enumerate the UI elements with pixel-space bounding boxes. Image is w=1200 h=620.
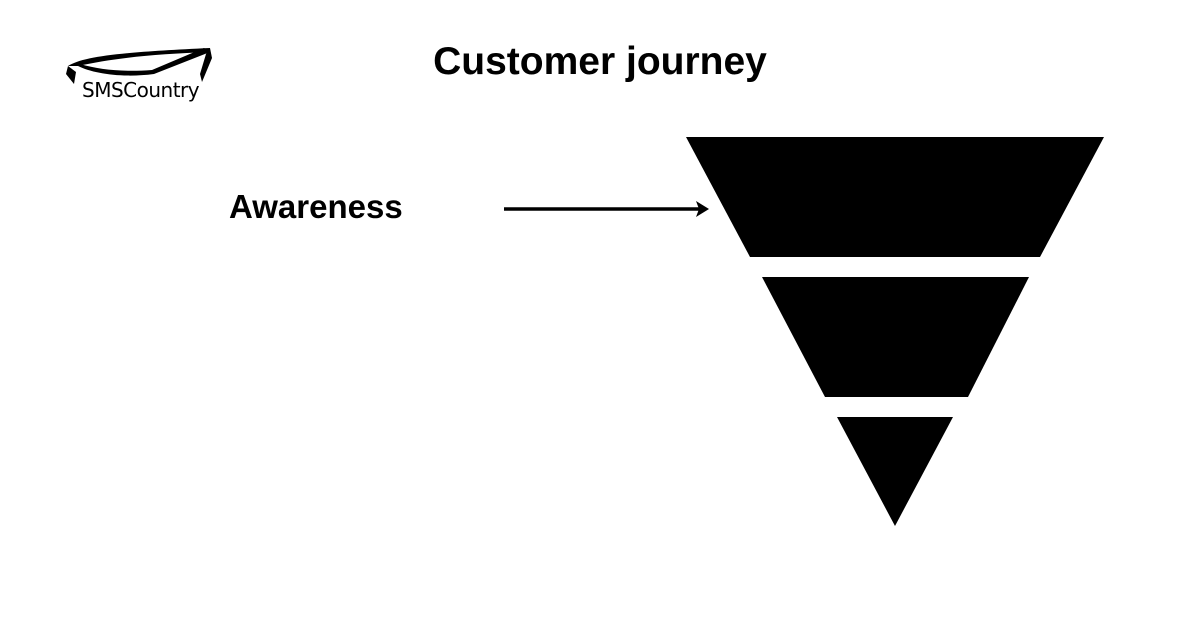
funnel-stage-2: [762, 277, 1029, 397]
funnel-stage-1: [686, 137, 1104, 257]
stage-label-awareness: Awareness: [229, 188, 403, 225]
brand-name: SMSCountry: [82, 78, 200, 102]
brand-logo: SMSCountry: [64, 44, 214, 106]
page-title: Customer journey: [433, 40, 767, 83]
swoosh-logo-icon: [66, 48, 212, 84]
funnel-stage-3: [837, 417, 953, 526]
arrow-right-icon: [504, 201, 709, 217]
